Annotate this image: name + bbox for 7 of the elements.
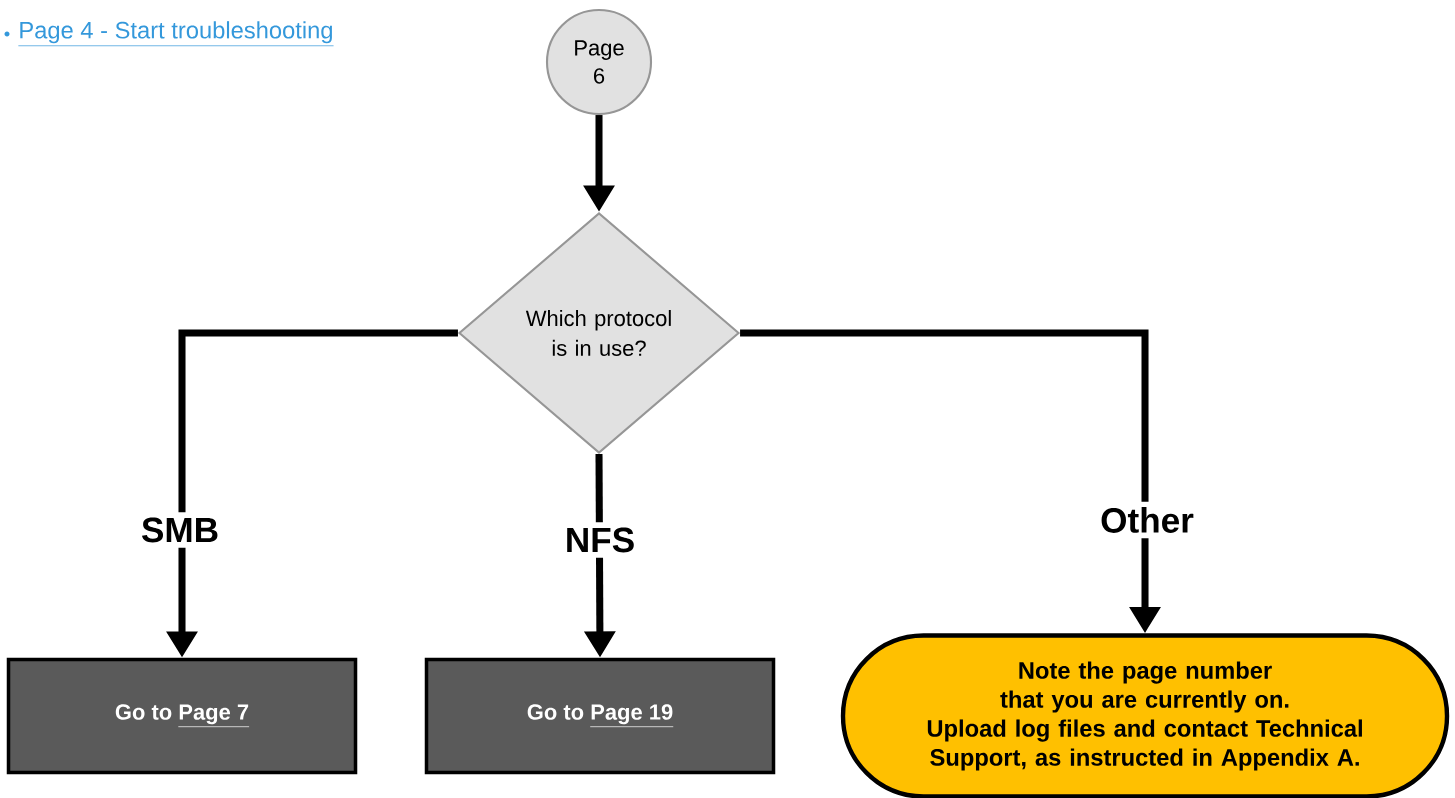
edge-label: SMB bbox=[135, 512, 225, 548]
edge-label: Other bbox=[1094, 501, 1200, 539]
process-box: Go to Page 19 bbox=[424, 657, 776, 775]
process-box: Go to Page 7 bbox=[6, 657, 358, 775]
terminator-box: Note the page number that you are currently on. Upload log files and contact Technical Support, as instructed in Appendix A. bbox=[840, 633, 1450, 798]
link: Page 4 - Start troubleshooting bbox=[18, 21, 334, 47]
edge-label: NFS bbox=[559, 522, 641, 558]
